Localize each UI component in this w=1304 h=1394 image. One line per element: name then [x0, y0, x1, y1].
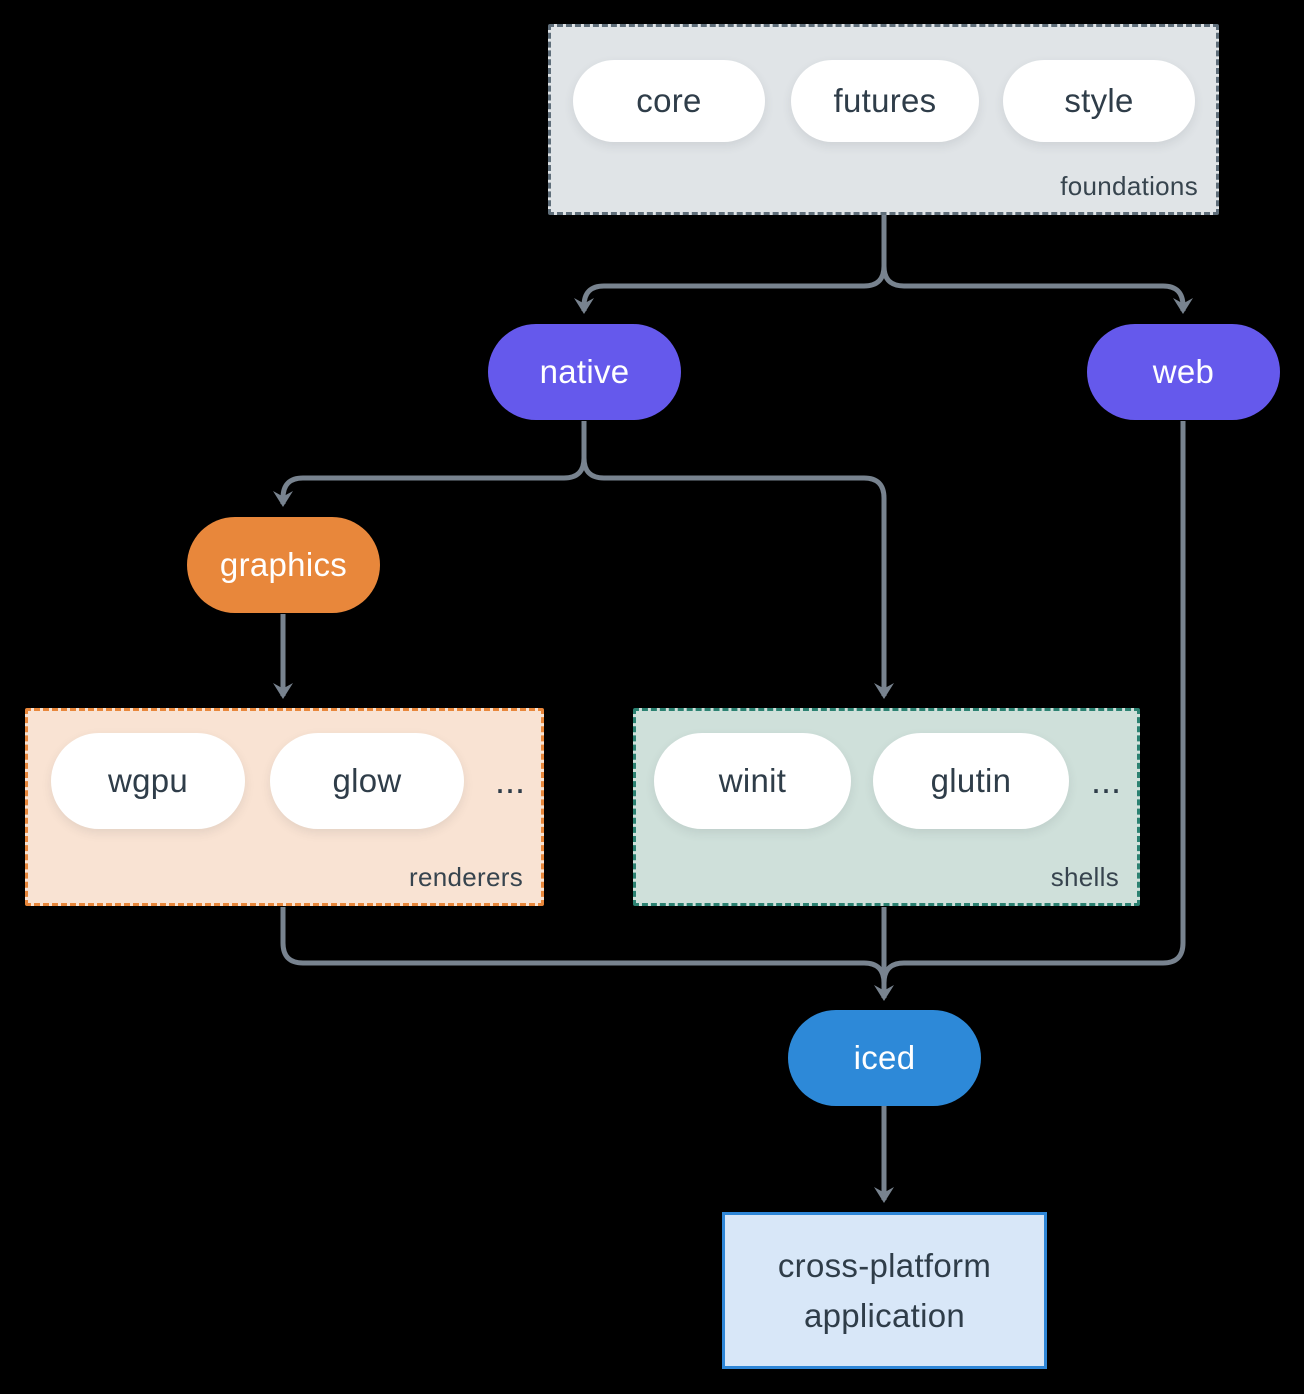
futures-pill: futures	[791, 60, 979, 142]
glow-pill: glow	[270, 733, 464, 829]
wgpu-pill: wgpu	[51, 733, 245, 829]
graphics-node: graphics	[187, 517, 380, 613]
iced-node: iced	[788, 1010, 981, 1106]
edge-native-shells	[581, 421, 894, 699]
style-pill: style	[1003, 60, 1195, 142]
edge-foundations-web	[881, 215, 1193, 314]
winit-pill: winit	[654, 733, 851, 829]
application-node: cross-platform application	[722, 1212, 1047, 1369]
core-pill: core	[573, 60, 765, 142]
foundations-group: core futures style foundations	[548, 24, 1219, 215]
web-node: web	[1087, 324, 1280, 420]
edge-renderers-iced	[280, 907, 887, 992]
application-label-line1: cross-platform	[777, 1247, 992, 1284]
edge-native-graphics	[273, 421, 587, 507]
shells-label: shells	[1050, 862, 1119, 892]
renderers-ellipsis: ...	[494, 760, 525, 801]
shells-ellipsis: ...	[1090, 760, 1121, 801]
edge-foundations-native	[574, 215, 887, 314]
shells-group: winit glutin ... shells	[633, 708, 1140, 906]
glutin-pill: glutin	[873, 733, 1069, 829]
renderers-label: renderers	[409, 862, 523, 892]
renderers-group: wgpu glow ... renderers	[25, 708, 544, 906]
application-label-line2: application	[803, 1296, 966, 1334]
edge-web-iced	[881, 421, 1186, 992]
native-node: native	[488, 324, 681, 420]
foundations-label: foundations	[1060, 171, 1198, 201]
